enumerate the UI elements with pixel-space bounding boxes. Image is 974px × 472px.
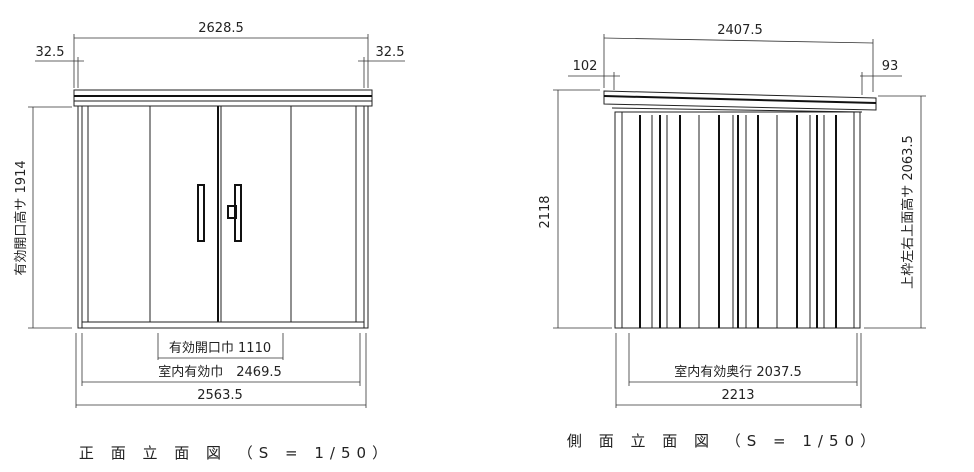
door-lock (227, 205, 237, 219)
left-door-handle (197, 184, 205, 242)
side-interior-depth-dim: 室内有効奥行 2037.5 (674, 364, 802, 380)
side-overall-roof-dim: 2407.5 (717, 23, 763, 38)
front-elevation: 2628.5 32.5 32.5 有効開口高サ 1914 有効開口巾 1110 … (13, 21, 405, 462)
front-opening-width-dim: 有効開口巾 1110 (169, 341, 271, 356)
front-interior-width-dim: 室内有効巾 2469.5 (158, 364, 282, 380)
front-overhang-left-dim: 32.5 (36, 45, 65, 60)
side-frame-height-dim: 上枠左右上面高サ 2063.5 (900, 135, 916, 289)
front-wall (77, 105, 369, 329)
side-elevation: 2407.5 102 93 2118 上枠左右上面高サ 2063.5 室内有効奥… (538, 23, 926, 450)
wall-ribs (639, 115, 837, 328)
side-roof (603, 90, 877, 111)
front-roof (73, 89, 373, 107)
side-height-dim: 2118 (538, 195, 553, 228)
front-opening-height-dim: 有効開口高サ 1914 (13, 160, 29, 275)
side-overhang-right-dim: 93 (882, 59, 899, 74)
front-overhang-right-dim: 32.5 (376, 45, 405, 60)
side-elevation-title: 側 面 立 面 図 （S = 1/50） (567, 432, 881, 450)
side-overall-depth-dim: 2213 (721, 388, 754, 403)
side-overhang-left-dim: 102 (573, 59, 598, 74)
front-overall-roof-dim: 2628.5 (198, 21, 244, 36)
front-overall-width-dim: 2563.5 (197, 388, 243, 403)
front-elevation-title: 正 面 立 面 図 （S = 1/50） (79, 444, 393, 462)
